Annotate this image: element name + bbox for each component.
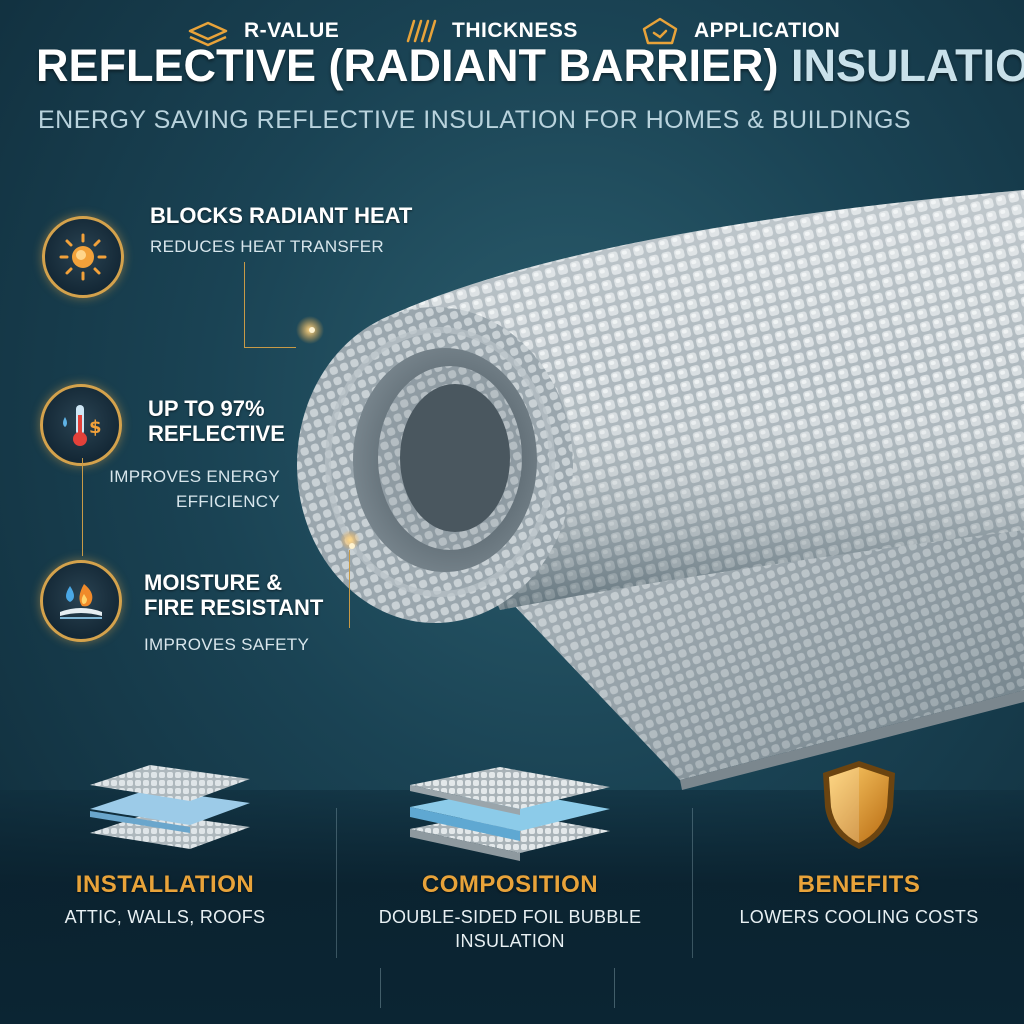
house-outline-icon [642,17,678,45]
thermometer-dollar-icon: $ [40,384,122,466]
column-installation: INSTALLATION ATTIC, WALLS, ROOFS [0,755,330,955]
layered-sheets-icon [90,765,250,849]
feature-subtext: IMPROVES SAFETY [144,635,310,654]
feature-heading-line2: REFLECTIVE [148,421,285,446]
bottom-item-thickness: THICKNESS [404,14,578,48]
feature-heading-line1: UP TO 97% [148,396,265,421]
feature-subtext: IMPROVES ENERGY EFFICIENCY [94,464,280,514]
feature-heading-line1: MOISTURE & [144,570,283,595]
connector-line [310,550,350,628]
bottom-item-application: APPLICATION [640,14,840,48]
bottom-divider [614,968,615,1008]
column-description: LOWERS COOLING COSTS [739,907,979,927]
bottom-item-r-value: R-VALUE [186,14,339,48]
layers-outline-icon [188,21,228,47]
bottom-item-label: APPLICATION [694,19,841,42]
feature-subtext-line1: IMPROVES ENERGY [109,467,280,486]
column-description: DOUBLE-SIDED FOIL BUBBLE INSULATION [378,907,642,951]
feature-heading: MOISTURE & FIRE RESISTANT [144,570,323,620]
title-main: REFLECTIVE (RADIANT BARRIER) [36,40,779,91]
bottom-bar [0,962,1024,1024]
shield-icon [823,761,895,849]
column-divider [336,808,337,958]
feature-heading: UP TO 97% REFLECTIVE [148,396,285,446]
column-description: ATTIC, WALLS, ROOFS [64,907,266,927]
title-accent: INSULATION [791,40,1024,91]
connector-line [244,262,296,348]
feature-heading: BLOCKS RADIANT HEAT [150,203,413,228]
sun-icon [42,216,124,298]
foil-bubble-layers-icon [410,767,610,861]
page-title: REFLECTIVE (RADIANT BARRIER) INSULATION [36,40,1024,92]
column-title: BENEFITS [797,871,921,898]
feature-subtext-line2: EFFICIENCY [175,492,280,511]
bottom-item-label: R-VALUE [244,19,340,42]
column-divider [692,808,693,958]
bottom-divider [380,968,381,1008]
feature-subtext: REDUCES HEAT TRANSFER [150,237,384,256]
column-title: INSTALLATION [75,871,255,898]
column-benefits: BENEFITS LOWERS COOLING COSTS [694,755,1024,955]
water-fire-icon [40,560,122,642]
column-title: COMPOSITION [421,871,599,898]
insulation-roll-image [296,190,1024,790]
column-composition: COMPOSITION DOUBLE-SIDED FOIL BUBBLE INS… [345,755,675,955]
bottom-item-label: THICKNESS [452,19,578,42]
connector-line [82,458,83,556]
svg-text:$: $ [89,417,102,438]
page-subtitle: ENERGY SAVING REFLECTIVE INSULATION FOR … [38,106,912,134]
thickness-icon [406,19,437,43]
feature-heading-line2: FIRE RESISTANT [144,595,324,620]
